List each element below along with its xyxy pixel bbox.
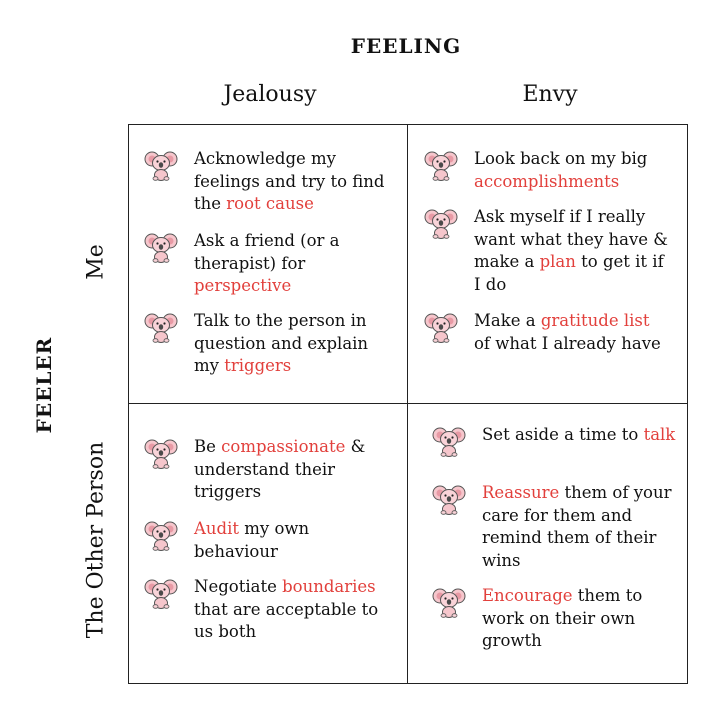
list-item: Acknowledge my feelings and try to find …	[144, 148, 389, 216]
list-item: Reassure them of your care for them and …	[432, 482, 677, 572]
quadrant-grid	[128, 124, 688, 684]
item-text: Reassure them of your care for them and …	[482, 483, 672, 570]
koala-icon	[144, 148, 178, 182]
list-item: Ask myself if I really want what they ha…	[424, 206, 669, 296]
list-item: Encourage them to work on their own grow…	[432, 585, 677, 653]
item-text: Ask myself if I really want what they ha…	[474, 207, 668, 294]
item-text: Audit my own behaviour	[194, 519, 310, 561]
koala-icon	[424, 148, 458, 182]
feeling-axis-title: FEELING	[350, 34, 462, 58]
koala-icon	[432, 585, 466, 619]
koala-icon	[424, 206, 458, 240]
item-text: Ask a friend (or a therapist) for perspe…	[194, 231, 340, 295]
koala-icon	[144, 310, 178, 344]
koala-icon	[144, 576, 178, 610]
item-text: Be compassionate & understand their trig…	[194, 437, 366, 501]
item-text: Encourage them to work on their own grow…	[482, 586, 643, 650]
list-item: Be compassionate & understand their trig…	[144, 436, 389, 504]
row-header-me: Me	[83, 244, 109, 280]
list-item: Negotiate boundaries that are acceptable…	[144, 576, 389, 644]
list-item: Make a gratitude list of what I already …	[424, 310, 669, 355]
feeler-axis-title: FEELER	[32, 336, 56, 434]
koala-icon	[432, 482, 466, 516]
column-header-envy: Envy	[522, 82, 578, 107]
item-text: Set aside a time to talk	[482, 425, 676, 444]
list-item: Talk to the person in question and expla…	[144, 310, 389, 378]
koala-icon	[144, 230, 178, 264]
list-item: Set aside a time to talk	[432, 424, 677, 458]
koala-icon	[424, 310, 458, 344]
list-item: Ask a friend (or a therapist) for perspe…	[144, 230, 389, 298]
item-text: Make a gratitude list of what I already …	[474, 311, 661, 353]
row-header-other-person: The Other Person	[83, 441, 109, 639]
grid-vertical-divider	[407, 124, 408, 684]
koala-icon	[144, 518, 178, 552]
koala-icon	[432, 424, 466, 458]
item-text: Look back on my big accomplishments	[474, 149, 648, 191]
list-item: Audit my own behaviour	[144, 518, 389, 563]
column-header-jealousy: Jealousy	[223, 82, 317, 107]
koala-icon	[144, 436, 178, 470]
item-text: Negotiate boundaries that are acceptable…	[194, 577, 379, 641]
grid-horizontal-divider	[128, 403, 688, 404]
list-item: Look back on my big accomplishments	[424, 148, 669, 193]
item-text: Acknowledge my feelings and try to find …	[194, 149, 385, 213]
item-text: Talk to the person in question and expla…	[194, 311, 369, 375]
